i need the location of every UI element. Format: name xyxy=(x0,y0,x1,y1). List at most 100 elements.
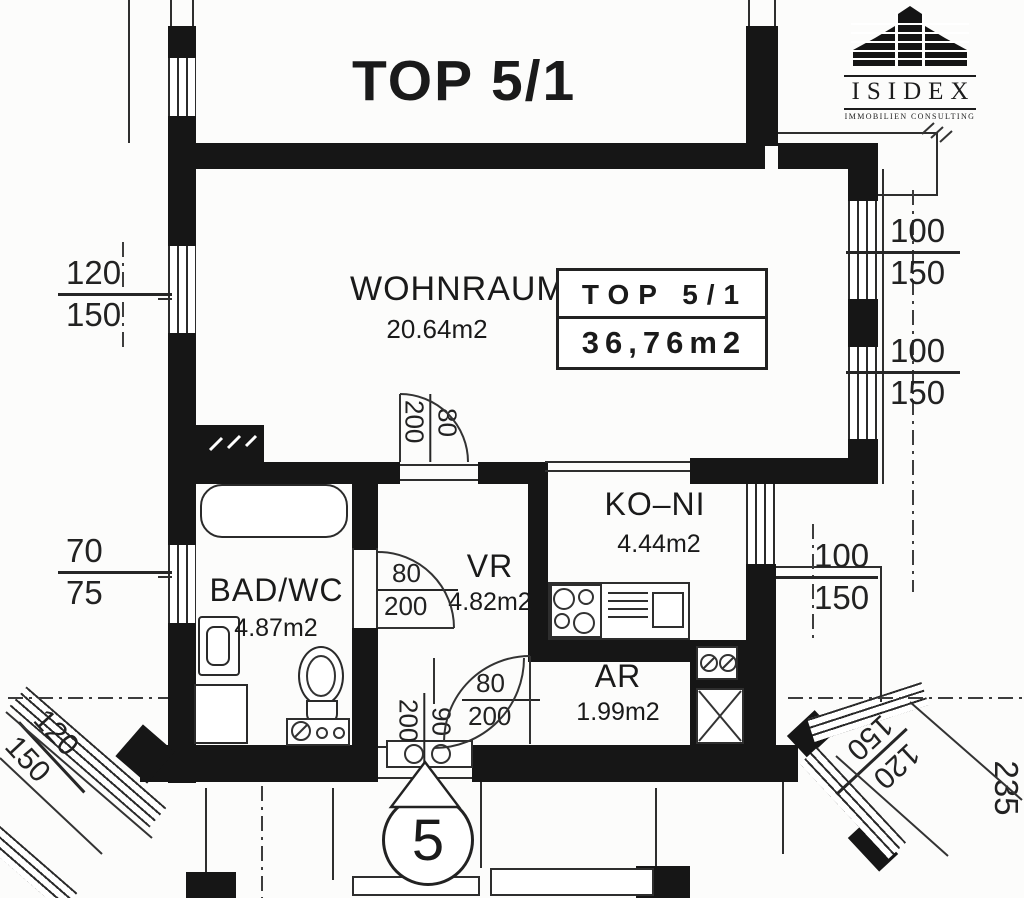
parapet-line xyxy=(778,132,938,134)
line xyxy=(192,0,194,26)
logo-subtitle: IMMOBILIEN CONSULTING xyxy=(844,112,976,121)
dim-left-bath-window: 70 75 xyxy=(58,533,172,610)
room-label-vr: VR xyxy=(466,548,514,584)
toilet-icon xyxy=(298,646,344,706)
door-dim-ar: 80 200 xyxy=(462,669,540,731)
facade-line xyxy=(882,169,884,484)
stove-icon xyxy=(550,584,602,638)
wall xyxy=(196,462,352,484)
logo-name: ISIDEX xyxy=(851,78,976,105)
room-area-ar: 1.99m2 xyxy=(576,698,660,726)
dim-bar xyxy=(158,298,172,300)
opening-edge xyxy=(352,548,354,628)
drainer-line xyxy=(608,600,648,602)
logo-divider xyxy=(844,108,976,110)
room-label-koni: KO–NI xyxy=(604,486,706,522)
threshold-line xyxy=(378,777,472,779)
threshold-line xyxy=(400,464,478,466)
wall xyxy=(168,116,196,246)
isidex-logo-icon xyxy=(851,6,969,66)
room-area-koni: 4.44m2 xyxy=(617,530,701,558)
wall xyxy=(848,299,878,347)
axis-line xyxy=(8,697,168,699)
wall xyxy=(168,26,196,58)
neighbor-line xyxy=(205,788,207,872)
axis-line xyxy=(788,697,1024,699)
dim-bay-left: 120 150 xyxy=(0,698,111,816)
wall xyxy=(528,640,690,662)
drainer-line xyxy=(608,608,648,610)
wall xyxy=(140,745,378,782)
axis-line xyxy=(261,786,263,898)
shower-tray-icon xyxy=(194,684,248,744)
room-area-vr: 4.82m2 xyxy=(448,588,532,616)
neighbor-line xyxy=(332,788,334,880)
line xyxy=(774,0,776,26)
wall xyxy=(352,462,378,550)
neighbor-wall xyxy=(186,872,236,898)
dim-right-edge: 235 xyxy=(988,760,1024,816)
neighbor-line xyxy=(480,782,482,868)
door-dim-entrance: 90 200 xyxy=(393,693,456,767)
bay-window-left-lower xyxy=(0,820,78,898)
unit-summary-box: TOP 5/1 36,76m2 xyxy=(556,268,768,370)
line xyxy=(170,0,172,26)
opening-line xyxy=(545,461,690,463)
bathtub-icon xyxy=(200,484,348,538)
kitchen-sink-icon xyxy=(652,592,684,628)
room-label-wohnraum: WOHNRAUM xyxy=(350,270,566,308)
shaft-x-icon xyxy=(696,688,744,744)
wall xyxy=(352,628,378,745)
page-title: TOP 5/1 xyxy=(352,49,577,113)
wall xyxy=(778,143,878,169)
isidex-logo: ISIDEX IMMOBILIEN CONSULTING xyxy=(840,6,980,121)
room-area-wohnraum: 20.64m2 xyxy=(386,314,488,344)
room-label-badwc: BAD/WC xyxy=(209,572,344,608)
line xyxy=(128,0,130,143)
line xyxy=(748,0,750,26)
axis-line xyxy=(812,524,814,642)
dim-right-window-low: 100 150 xyxy=(776,538,878,615)
opening-line xyxy=(545,470,690,472)
axis-line xyxy=(912,190,914,592)
room-label-ar: AR xyxy=(594,658,642,694)
room-area-badwc: 4.87m2 xyxy=(234,614,318,642)
wall xyxy=(472,745,690,782)
window-120-150 xyxy=(168,246,196,333)
radiator-icon xyxy=(286,718,350,746)
hatch-tick xyxy=(939,130,953,143)
wall xyxy=(690,458,878,484)
wall xyxy=(180,143,765,169)
window-100-150-low xyxy=(746,484,776,564)
dim-left-window: 120 150 xyxy=(58,255,172,332)
parapet-line xyxy=(878,194,938,196)
threshold-line xyxy=(400,479,478,481)
unit-marker-number: 5 xyxy=(411,807,445,873)
vent-box-icon xyxy=(696,646,738,680)
unit-summary-area: 36,76m2 xyxy=(581,325,747,360)
wall xyxy=(746,26,778,146)
parapet-line xyxy=(936,132,938,196)
terrace-line xyxy=(776,566,882,568)
opening-edge xyxy=(376,548,378,628)
unit-summary-top: TOP 5/1 xyxy=(559,271,765,319)
window-70-75 xyxy=(168,545,196,623)
neighbor-line xyxy=(782,782,784,854)
dim-right-window-top: 100 150 xyxy=(846,213,960,290)
unit-marker: 5 xyxy=(382,794,474,886)
wall xyxy=(848,169,878,201)
wall xyxy=(776,745,798,782)
wall xyxy=(168,333,196,545)
dim-bar xyxy=(158,576,172,578)
dim-right-window-mid: 100 150 xyxy=(846,333,960,410)
drainer-line xyxy=(608,616,648,618)
logo-divider xyxy=(844,75,976,77)
door-dim-wohnraum-vr: 80 200 xyxy=(399,394,462,462)
neighbor-box xyxy=(490,868,654,896)
drainer-line xyxy=(608,592,648,594)
neighbor-line xyxy=(655,788,657,866)
sink-basin xyxy=(206,626,230,666)
window xyxy=(168,58,196,116)
window-100-150-top xyxy=(848,201,878,299)
